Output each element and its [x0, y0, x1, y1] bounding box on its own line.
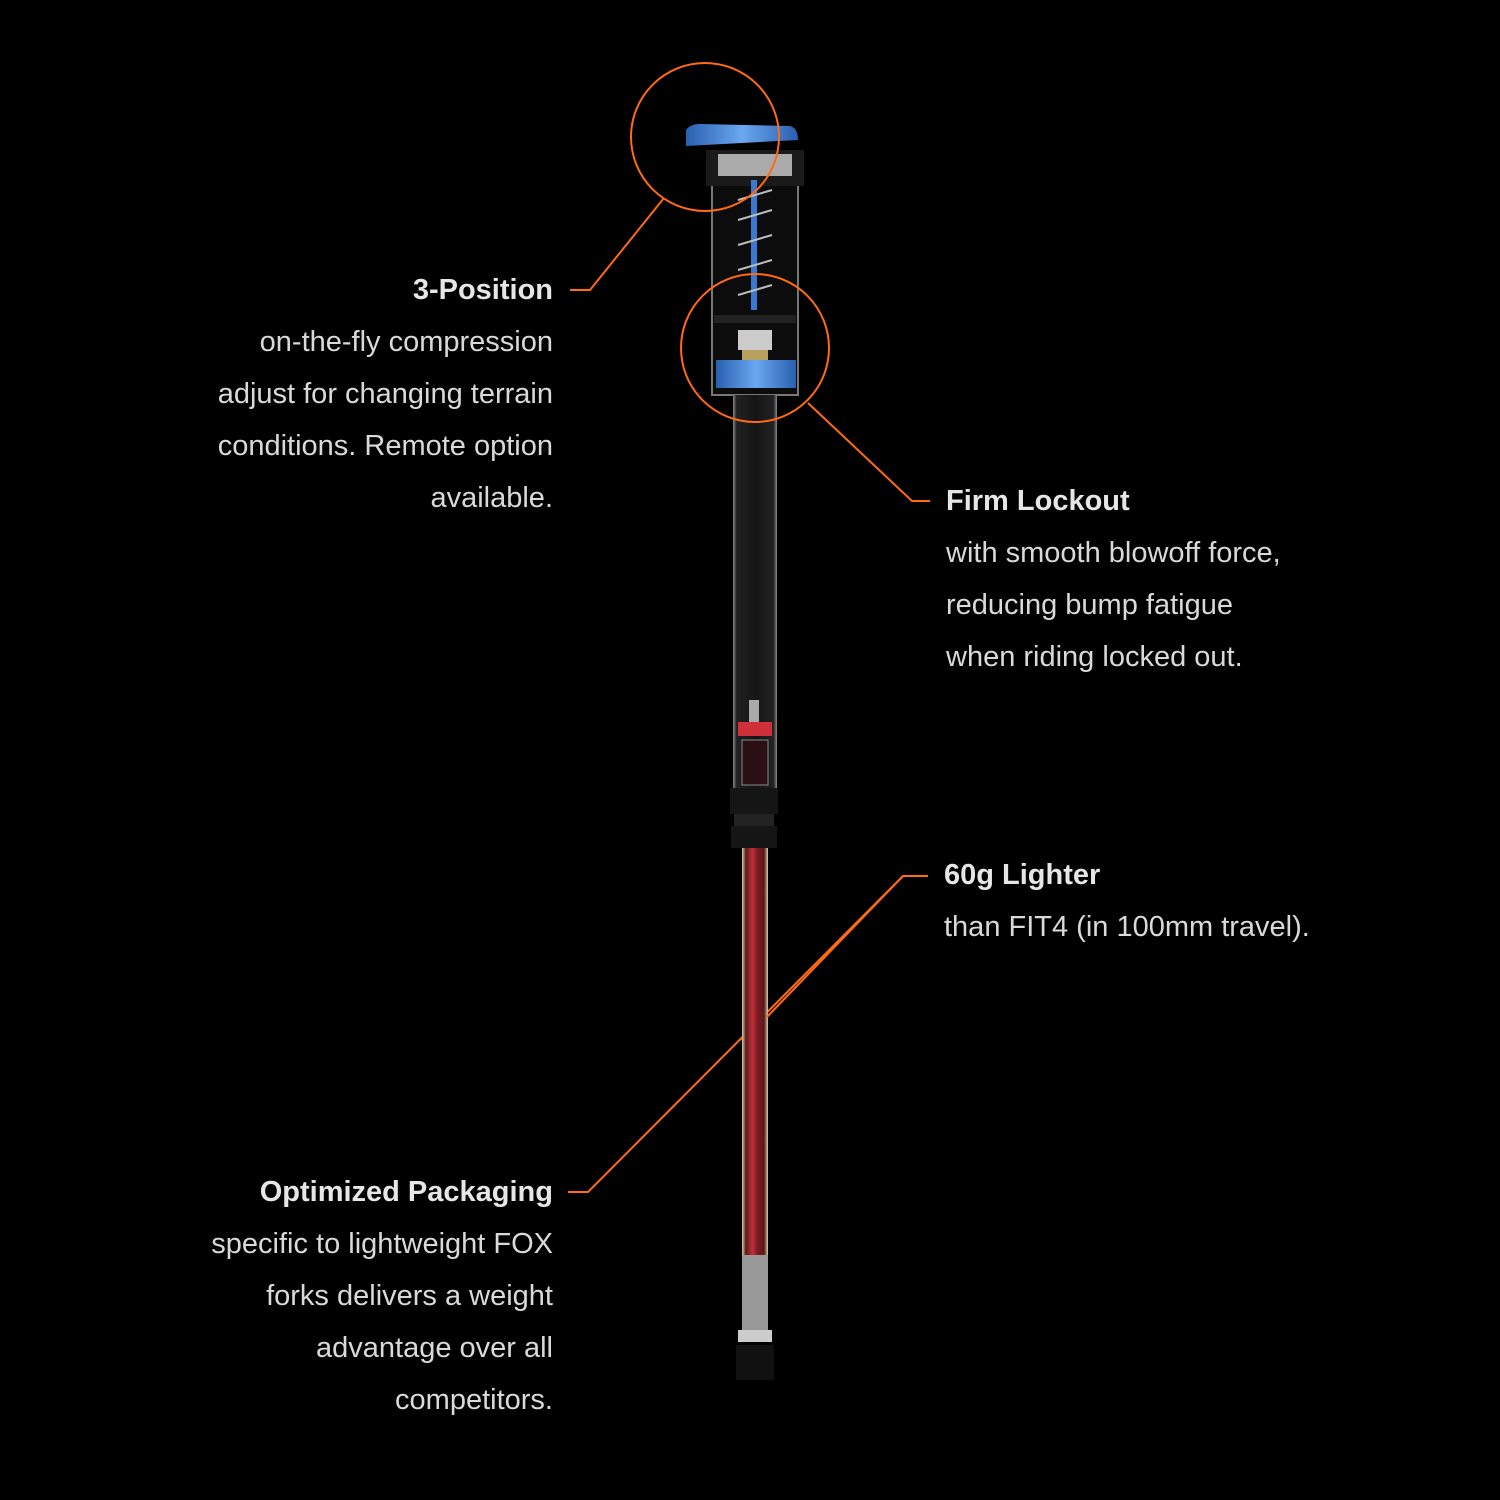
callout-optimized-packaging: Optimized Packaging specific to lightwei…	[93, 1166, 553, 1426]
callout-line: advantage over all	[316, 1332, 553, 1364]
compression-lever	[686, 124, 798, 146]
callout-line: adjust for changing terrain	[217, 378, 553, 410]
callout-title: 3-Position	[412, 274, 553, 306]
callout-line: when riding locked out.	[946, 641, 1243, 673]
callout-line: available.	[430, 482, 553, 514]
lockout-collar	[716, 360, 796, 388]
callout-line: forks delivers a weight	[266, 1280, 553, 1312]
callout-3-position: 3-Position on-the-fly compression adjust…	[93, 264, 553, 524]
callout-firm-lockout: Firm Lockout with smooth blowoff force, …	[946, 475, 1446, 683]
callout-title: Firm Lockout	[946, 485, 1130, 517]
callout-line: on-the-fly compression	[259, 326, 553, 358]
leader-line-3-position	[570, 197, 665, 291]
leader-line-firm-lockout	[807, 402, 930, 502]
callout-line: conditions. Remote option	[217, 430, 553, 462]
callout-line: specific to lightweight FOX	[211, 1228, 553, 1260]
leader-line-60g-lighter	[766, 875, 904, 1018]
highlight-circle-firm-lockout	[680, 273, 830, 423]
callout-title: Optimized Packaging	[259, 1176, 553, 1208]
callout-line: competitors.	[395, 1384, 553, 1416]
callout-line: reducing bump fatigue	[946, 589, 1233, 621]
cartridge-body	[686, 124, 804, 1380]
highlight-circle-3-position	[630, 62, 780, 212]
callout-line: than FIT4 (in 100mm travel).	[944, 911, 1310, 943]
callout-60g-lighter: 60g Lighter than FIT4 (in 100mm travel).	[944, 849, 1444, 953]
callout-title: 60g Lighter	[944, 859, 1101, 891]
callout-line: with smooth blowoff force,	[946, 537, 1281, 569]
